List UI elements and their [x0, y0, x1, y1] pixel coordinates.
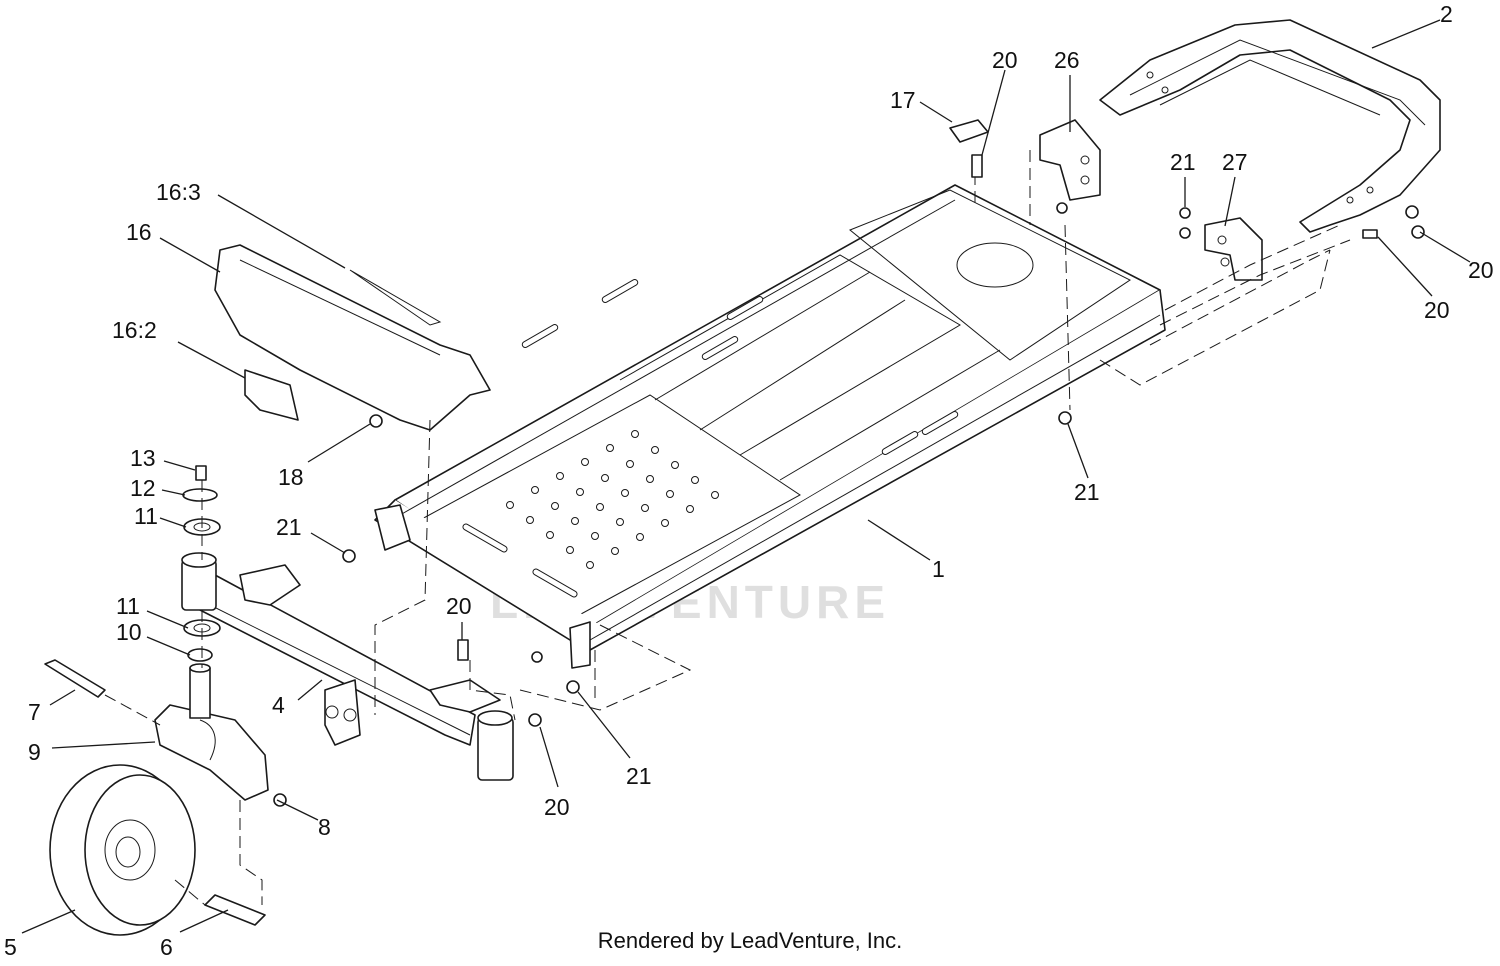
callout-8: 8 — [318, 814, 331, 840]
callout-7: 7 — [28, 699, 41, 725]
callout-20-top: 20 — [992, 47, 1018, 73]
wheel-5 — [49, 764, 196, 936]
bracket-27 — [1179, 207, 1263, 281]
callout-11-lower: 11 — [116, 593, 140, 619]
callout-2: 2 — [1440, 1, 1453, 27]
callout-21-bottom: 21 — [626, 763, 652, 789]
caster-fork-9 — [154, 663, 269, 801]
callout-20-center: 20 — [446, 593, 472, 619]
floor-perforations — [506, 430, 719, 569]
callout-16: 16 — [126, 219, 152, 245]
callout-16-3: 16:3 — [156, 179, 201, 205]
front-axle — [181, 552, 514, 781]
callout-26: 26 — [1054, 47, 1080, 73]
leader-lines — [21, 19, 1471, 934]
callout-10: 10 — [116, 619, 142, 645]
callout-20-right-lower: 20 — [1424, 297, 1450, 323]
callout-1: 1 — [932, 556, 945, 582]
rear-bumper — [1099, 19, 1441, 233]
front-assembly-lines — [104, 419, 692, 906]
callout-9: 9 — [28, 739, 41, 765]
body-panel-16 — [214, 244, 491, 431]
callout-20-right-upper: 20 — [1468, 257, 1494, 283]
callout-5: 5 — [4, 934, 17, 960]
callout-17: 17 — [890, 87, 916, 113]
callout-16-2: 16:2 — [112, 317, 157, 343]
callout-18: 18 — [278, 464, 304, 490]
callout-11-upper: 11 — [134, 503, 158, 529]
callout-12: 12 — [130, 475, 156, 501]
callout-4: 4 — [272, 692, 285, 718]
callout-13: 13 — [130, 445, 156, 471]
rear-assembly-lines — [974, 150, 1351, 411]
callout-21-left: 21 — [276, 514, 302, 540]
callout-21-right: 21 — [1074, 479, 1100, 505]
main-frame — [374, 184, 1166, 669]
footer-credit: Rendered by LeadVenture, Inc. — [597, 928, 903, 953]
callout-27: 27 — [1222, 149, 1248, 175]
callout-21-rear: 21 — [1170, 149, 1196, 175]
callout-labels: 2 1 4 5 6 7 8 9 10 11 11 12 13 16 16:2 1… — [4, 1, 1494, 960]
callout-6: 6 — [160, 934, 173, 960]
bracket-26 — [1039, 119, 1101, 214]
callout-20-bottom: 20 — [544, 794, 570, 820]
decal-17 — [949, 119, 989, 143]
